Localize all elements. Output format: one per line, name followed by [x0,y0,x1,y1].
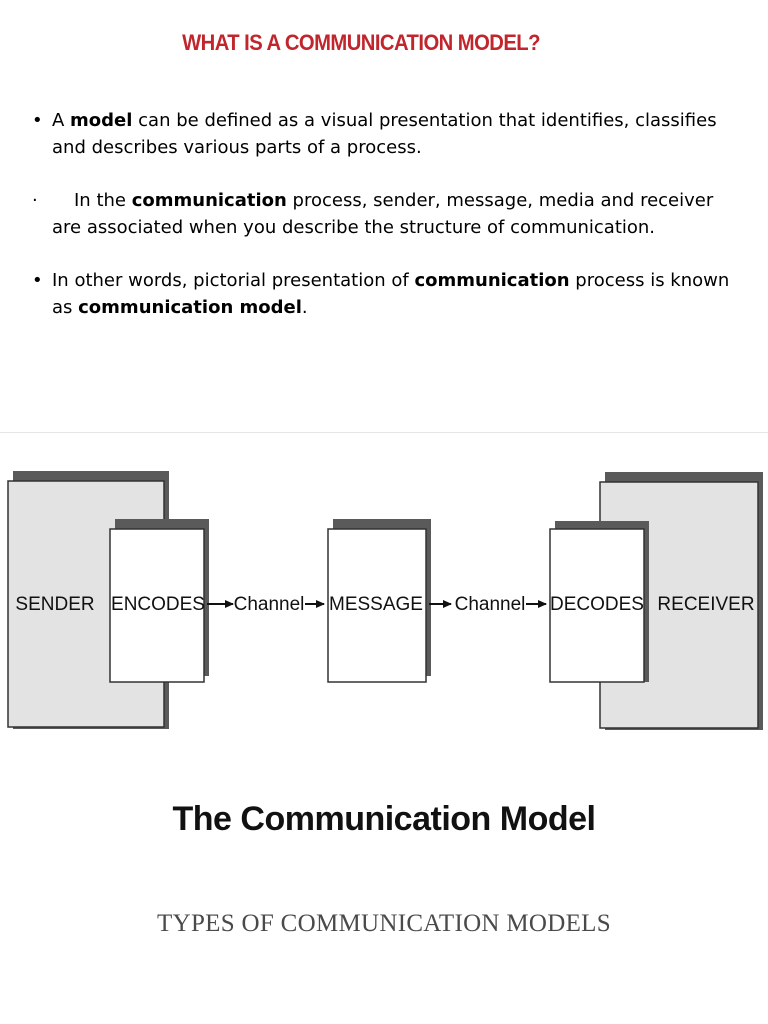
bullet-text-part: process, sender, message, media and rece… [52,190,714,238]
bullet-text-part: In the [74,190,132,211]
bullet-text-part: can be defined as a visual presentation … [52,110,717,158]
receiver-label: RECEIVER [657,594,754,615]
bullet-item-2: · In the communication process, sender, … [32,187,742,241]
bullet-marker: • [32,270,43,291]
bullet-list: • A model can be defined as a visual pre… [32,107,742,347]
bullet-item-3: • In other words, pictorial presentation… [32,267,742,321]
channel-left-label: Channel [234,594,305,615]
bullet-text-bold: communication model [78,297,302,318]
bullet-text-part: In other words, pictorial presentation o… [52,270,415,291]
decodes-box [549,521,649,683]
channel-right-label: Channel [455,594,526,615]
bullet-text-part: . [301,297,308,318]
sender-label: SENDER [15,594,94,615]
bullet-item-1: • A model can be defined as a visual pre… [32,107,742,161]
encodes-box [109,519,209,683]
footer-heading: TYPES OF COMMUNICATION MODELS [157,910,611,937]
diagram-caption: The Communication Model [172,800,596,838]
bullet-text-part: process is known as [52,270,730,318]
encodes-label: ENCODES [111,594,205,615]
section-divider [0,432,768,433]
communication-model-diagram: SENDER ENCODES Channel MESSAGE Channel D… [7,471,763,730]
bullet-text-bold: model [70,110,133,131]
message-label: MESSAGE [329,594,423,615]
bullet-marker: · [32,190,38,211]
decodes-label: DECODES [550,594,644,615]
bullet-text-bold: communication [131,190,287,211]
bullet-text-part: A [52,110,71,131]
message-box [327,519,431,683]
slide-title: WHAT IS A COMMUNICATION MODEL? [182,30,540,55]
bullet-text-bold: communication [414,270,570,291]
bullet-marker: • [32,110,43,131]
